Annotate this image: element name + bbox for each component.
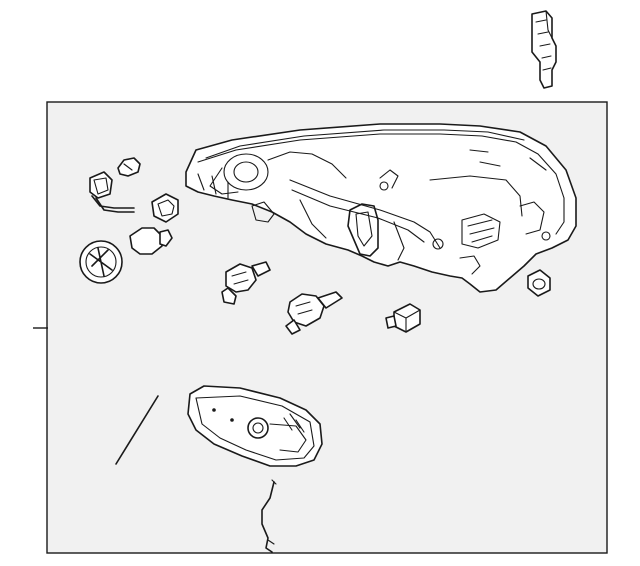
turn-signal-bulb[interactable]: [129, 227, 173, 255]
headlamp-housing[interactable]: [185, 123, 577, 293]
fog-lamp-assembly[interactable]: [187, 385, 323, 467]
socket-cap[interactable]: [151, 193, 179, 223]
dust-cover[interactable]: [79, 240, 123, 284]
low-beam-bulb[interactable]: [285, 291, 343, 335]
bulb-socket[interactable]: [385, 303, 421, 333]
high-beam-bulb[interactable]: [221, 261, 271, 305]
adjuster-rod[interactable]: [261, 479, 277, 553]
side-marker-bulb-socket[interactable]: [89, 171, 135, 213]
wedge-bulb[interactable]: [117, 157, 141, 177]
mounting-bracket[interactable]: [531, 10, 557, 89]
wire-rod[interactable]: [115, 395, 159, 465]
grommet[interactable]: [527, 269, 551, 297]
